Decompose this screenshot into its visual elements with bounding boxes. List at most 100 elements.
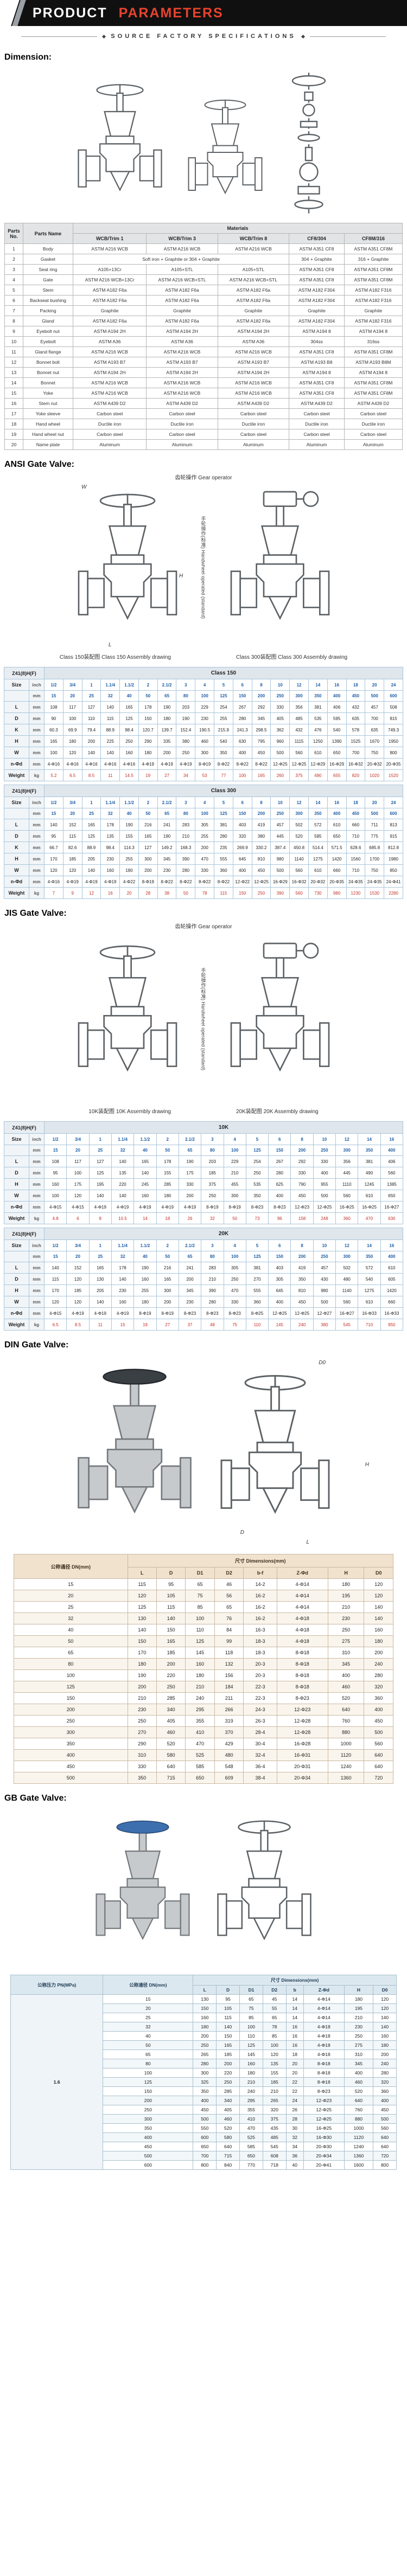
table-cell: 24 bbox=[384, 679, 403, 691]
table-cell: 230 bbox=[127, 1704, 157, 1716]
table-cell: ASTM A351 CF8 bbox=[289, 243, 345, 254]
table-cell: 628.6 bbox=[346, 841, 366, 853]
table-cell: 12-Φ22 bbox=[232, 876, 252, 888]
table-cell: 22-3 bbox=[243, 1692, 277, 1704]
table-cell: 115 bbox=[43, 1273, 67, 1285]
table-cell: ASTM A194 2H bbox=[72, 367, 147, 378]
table-cell: 180 bbox=[185, 1669, 215, 1681]
table-cell: 380 bbox=[251, 830, 271, 842]
table-cell: 600 bbox=[103, 2160, 194, 2170]
table-cell: 640 bbox=[327, 1704, 365, 1716]
table-cell: 11 bbox=[4, 346, 23, 357]
table-cell: 381 bbox=[308, 701, 328, 713]
table-cell: 292 bbox=[251, 701, 271, 713]
table-cell: ASTM A351 CF8 bbox=[289, 346, 345, 357]
table-cell: 26 bbox=[178, 1212, 202, 1224]
table-cell: 350 bbox=[245, 1190, 269, 1202]
table-cell: 330 bbox=[313, 1155, 336, 1167]
table-cell: ASTM A194 8 bbox=[344, 367, 403, 378]
table-cell: 6.5 bbox=[43, 1319, 67, 1331]
table-cell: 255 bbox=[195, 830, 215, 842]
table-cell: 78 bbox=[262, 2022, 287, 2032]
table-cell: 1420 bbox=[327, 853, 347, 865]
table-cell: 560 bbox=[289, 887, 309, 899]
table-cell: 260 bbox=[270, 769, 290, 781]
table-cell: 195 bbox=[344, 2003, 374, 2013]
table-cell: 150 bbox=[103, 2086, 194, 2096]
table-cell: Carbon steel bbox=[344, 429, 403, 440]
table-cell: 120 bbox=[66, 1296, 90, 1308]
table-cell: ASTM A194 8 bbox=[289, 326, 345, 337]
table-cell: 100 bbox=[62, 712, 82, 724]
table-cell: 15 bbox=[43, 1251, 67, 1262]
table-cell: ASTM A216 WCB bbox=[72, 243, 147, 254]
table-cell: 330 bbox=[223, 1296, 246, 1308]
table-cell: 250 bbox=[327, 1624, 365, 1636]
table-cell: ASTM A193 B8M bbox=[344, 357, 403, 368]
table-cell: 300 bbox=[289, 808, 309, 819]
table-cell: 80 bbox=[103, 2059, 194, 2068]
table-cell: 132 bbox=[214, 1658, 244, 1670]
table-cell: 4-Φ19 bbox=[176, 758, 196, 770]
table-cell: 1.1/4 bbox=[111, 1239, 135, 1251]
table-cell: ASTM A182 F6a bbox=[72, 316, 147, 326]
table-cell: 16-Φ27 bbox=[335, 1307, 359, 1319]
table-cell: 345 bbox=[251, 712, 271, 724]
table-cell: 40 bbox=[285, 2160, 304, 2170]
table-cell: 460 bbox=[216, 2114, 240, 2124]
table-cell: 48 bbox=[201, 1319, 224, 1331]
table-cell: 578 bbox=[346, 724, 366, 736]
table-cell: 715 bbox=[156, 1772, 186, 1784]
table-cell: 40 bbox=[119, 690, 139, 702]
table-cell: 210 bbox=[262, 2086, 287, 2096]
jis-drawings: 手轮操作(标准) Handwheel operated (standard) bbox=[0, 930, 407, 1106]
table-cell: 295 bbox=[185, 1704, 215, 1716]
table-cell: ASTM A194 2H bbox=[217, 367, 290, 378]
table-cell: 15 bbox=[44, 808, 63, 819]
table-cell: 240 bbox=[364, 1658, 393, 1670]
table-cell: 140 bbox=[156, 1613, 186, 1624]
table-cell: 350 bbox=[290, 1273, 314, 1285]
table-cell: 2.1/2 bbox=[157, 679, 177, 691]
table-cell: Gasket bbox=[23, 254, 73, 265]
table-cell: 16-2 bbox=[243, 1613, 277, 1624]
table-cell: 9 bbox=[62, 887, 82, 899]
table-cell: 200 bbox=[156, 1296, 179, 1308]
table-cell: D1 bbox=[239, 1985, 263, 1995]
table-cell: 320 bbox=[232, 830, 252, 842]
table-cell: 345 bbox=[327, 1658, 365, 1670]
table-cell: Body bbox=[23, 243, 73, 254]
jis-caption-left: 10K装配图 10K Assembly drawing bbox=[88, 1109, 171, 1115]
table-cell: 585 bbox=[185, 1761, 215, 1772]
table-cell: 65 bbox=[185, 1578, 215, 1590]
table-cell: ASTM A216 WCB bbox=[72, 388, 147, 399]
table-cell: 80 bbox=[176, 690, 196, 702]
ansi-gear-operator-drawing bbox=[226, 486, 334, 649]
table-cell: 4-Φ14 bbox=[276, 1590, 328, 1602]
table-cell: 292 bbox=[290, 1155, 314, 1167]
table-cell: 540 bbox=[214, 735, 233, 747]
table-cell: 200 bbox=[81, 735, 101, 747]
table-cell: 406 bbox=[327, 701, 347, 713]
table-cell: 165 bbox=[81, 819, 101, 831]
table-cell: 254 bbox=[245, 1155, 269, 1167]
table-cell: 265 bbox=[193, 2050, 217, 2059]
table-cell: D bbox=[216, 1985, 240, 1995]
table-cell: 5 bbox=[214, 679, 233, 691]
table-cell: 2 bbox=[156, 1133, 179, 1145]
table-cell: 300 bbox=[335, 1145, 359, 1156]
table-cell: 450 bbox=[14, 1761, 128, 1772]
table-cell: 1250 bbox=[308, 735, 328, 747]
table-cell: 269.9 bbox=[232, 841, 252, 853]
table-cell: 160 bbox=[185, 1658, 215, 1670]
